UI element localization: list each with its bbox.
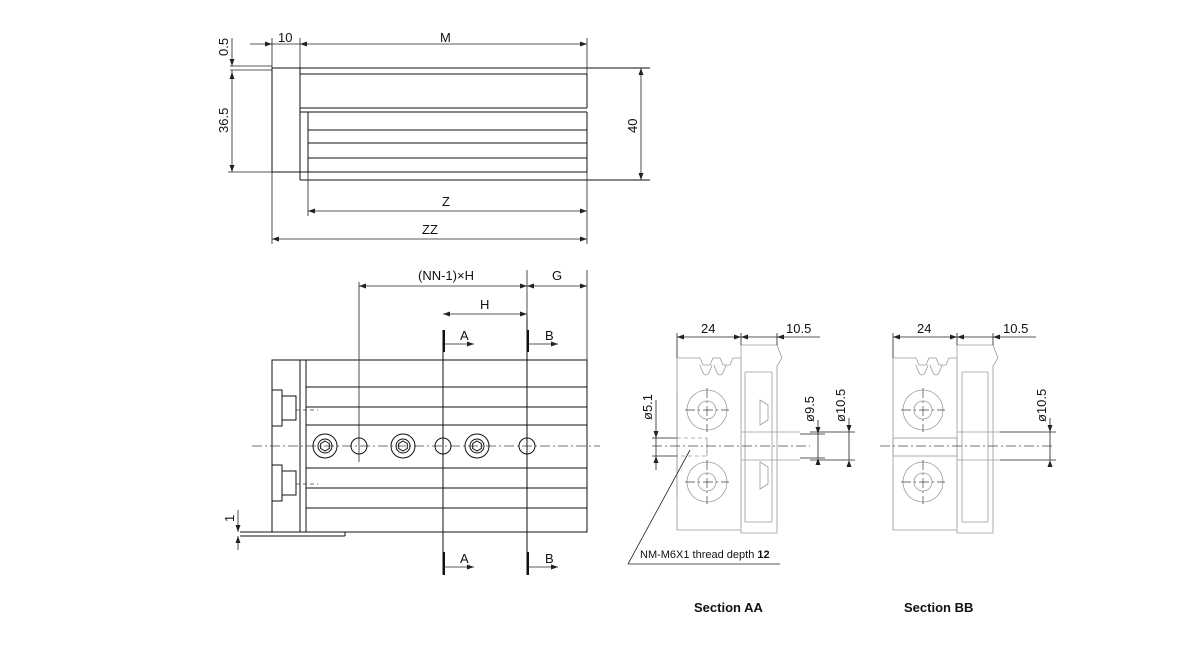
dim-base-height: 36.5: [216, 108, 231, 133]
aa-dim-24: 24: [701, 321, 715, 336]
aa-dim-10-5: 10.5: [786, 321, 811, 336]
dim-total: ZZ: [422, 222, 438, 237]
aa-thread-depth: 12: [757, 549, 769, 561]
aa-dim-5-1: ø5.1: [640, 394, 655, 420]
dim-end: G: [552, 268, 562, 283]
dim-height: 40: [625, 119, 640, 133]
front-view: A A B B (NN-1)×H G H 1: [222, 268, 600, 575]
aa-thread-note-text: NM-M6X1 thread depth: [640, 549, 757, 561]
bb-dim-24: 24: [917, 321, 931, 336]
section-aa-title: Section AA: [694, 600, 763, 615]
aa-thread-note: NM-M6X1 thread depth 12: [640, 549, 770, 561]
dim-stroke-body: Z: [442, 194, 450, 209]
top-flange-plate: [271, 67, 301, 173]
dim-thickness: 0.5: [216, 38, 231, 56]
dim-pitch: (NN-1)×H: [418, 268, 474, 283]
aa-dim-10-5-dia: ø10.5: [833, 389, 848, 422]
cut-label-b-bottom: B: [545, 551, 554, 566]
dim-h: H: [480, 297, 489, 312]
dim-flange: 10: [278, 30, 292, 45]
section-aa: 24 10.5 ø5.1 ø9.5 ø10.5 NM-M6X1 thr: [627, 321, 855, 615]
top-view: 0.5 36.5 10 M 40 Z Z: [216, 30, 650, 244]
bb-dim-10-5: 10.5: [1003, 321, 1028, 336]
section-bb: 24 10.5 ø10.5 Section BB: [880, 321, 1056, 615]
section-bb-title: Section BB: [904, 600, 973, 615]
dim-offset: 1: [222, 515, 237, 522]
cut-label-a-bottom: A: [460, 551, 469, 566]
dim-body: M: [440, 30, 451, 45]
cut-label-b-top: B: [545, 328, 554, 343]
aa-dim-9-5: ø9.5: [802, 396, 817, 422]
cut-label-a-top: A: [460, 328, 469, 343]
bb-dim-10-5-dia: ø10.5: [1034, 389, 1049, 422]
